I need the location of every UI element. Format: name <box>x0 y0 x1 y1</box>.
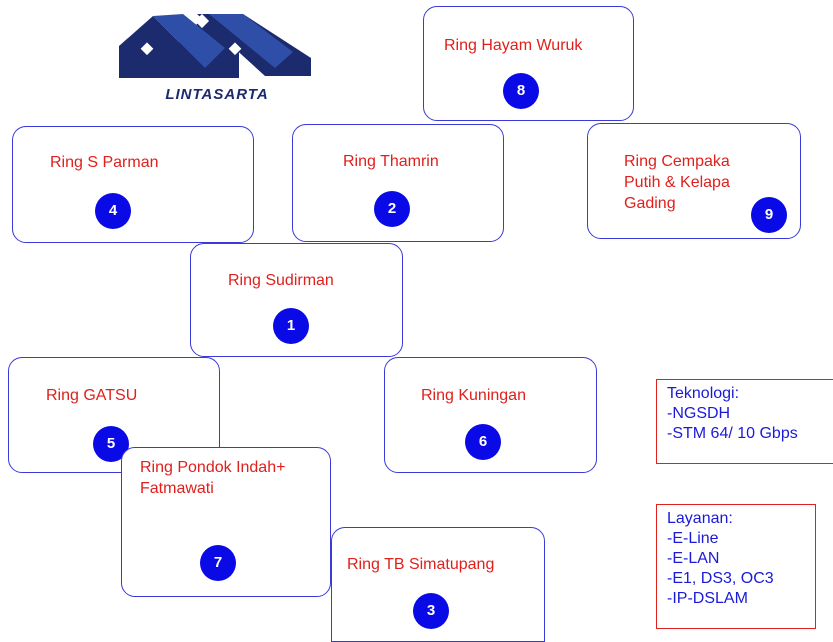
ring-s-parman[interactable]: Ring S Parman 4 <box>12 126 254 243</box>
ring-number-badge: 1 <box>273 308 309 344</box>
logo-wordmark: LINTASARTA <box>165 86 269 103</box>
lintasarta-logo: LINTASARTA <box>113 13 321 106</box>
layanan-item: -IP-DSLAM <box>667 590 748 607</box>
ring-label: Putih & Kelapa <box>624 174 730 191</box>
layanan-box: Layanan: -E-Line -E-LAN -E1, DS3, OC3 -I… <box>656 504 816 629</box>
ring-label: Fatmawati <box>140 480 214 497</box>
ring-label: Ring Kuningan <box>421 387 526 404</box>
layanan-item: -E-Line <box>667 530 719 547</box>
ring-number-badge: 6 <box>465 424 501 460</box>
ring-number-badge: 7 <box>200 545 236 581</box>
ring-sudirman[interactable]: Ring Sudirman 1 <box>190 243 403 357</box>
ring-number-badge: 4 <box>95 193 131 229</box>
teknologi-item: -NGSDH <box>667 405 731 422</box>
ring-thamrin[interactable]: Ring Thamrin 2 <box>292 124 504 242</box>
ring-kuningan[interactable]: Ring Kuningan 6 <box>384 357 597 473</box>
ring-pondok-indah[interactable]: Ring Pondok Indah+ Fatmawati 7 <box>121 447 331 597</box>
ring-cempaka-putih[interactable]: Ring Cempaka Putih & Kelapa Gading 9 <box>587 123 801 239</box>
ring-label: Ring Thamrin <box>343 153 439 170</box>
teknologi-box: Teknologi: -NGSDH -STM 64/ 10 Gbps <box>656 379 833 464</box>
ring-number-badge: 9 <box>751 197 787 233</box>
layanan-title: Layanan: <box>667 510 733 527</box>
layanan-item: -E-LAN <box>667 550 720 567</box>
ring-number-badge: 8 <box>503 73 539 109</box>
ring-label: Ring GATSU <box>46 387 138 404</box>
ring-label: Ring Pondok Indah+ <box>140 459 286 476</box>
layanan-item: -E1, DS3, OC3 <box>667 570 774 587</box>
ring-number-badge: 2 <box>374 191 410 227</box>
ring-label: Ring Hayam Wuruk <box>444 37 583 54</box>
teknologi-title: Teknologi: <box>667 385 740 402</box>
ring-hayam-wuruk[interactable]: Ring Hayam Wuruk 8 <box>423 6 634 121</box>
ring-label: Gading <box>624 195 676 212</box>
ring-number-badge: 3 <box>413 593 449 629</box>
ring-tb-simatupang[interactable]: Ring TB Simatupang 3 <box>331 527 545 642</box>
lintasarta-logo-icon <box>113 13 321 84</box>
ring-label: Ring Cempaka <box>624 153 730 170</box>
ring-label: Ring S Parman <box>50 154 159 171</box>
teknologi-item: -STM 64/ 10 Gbps <box>667 425 798 442</box>
ring-label: Ring TB Simatupang <box>347 556 495 573</box>
ring-label: Ring Sudirman <box>228 272 334 289</box>
